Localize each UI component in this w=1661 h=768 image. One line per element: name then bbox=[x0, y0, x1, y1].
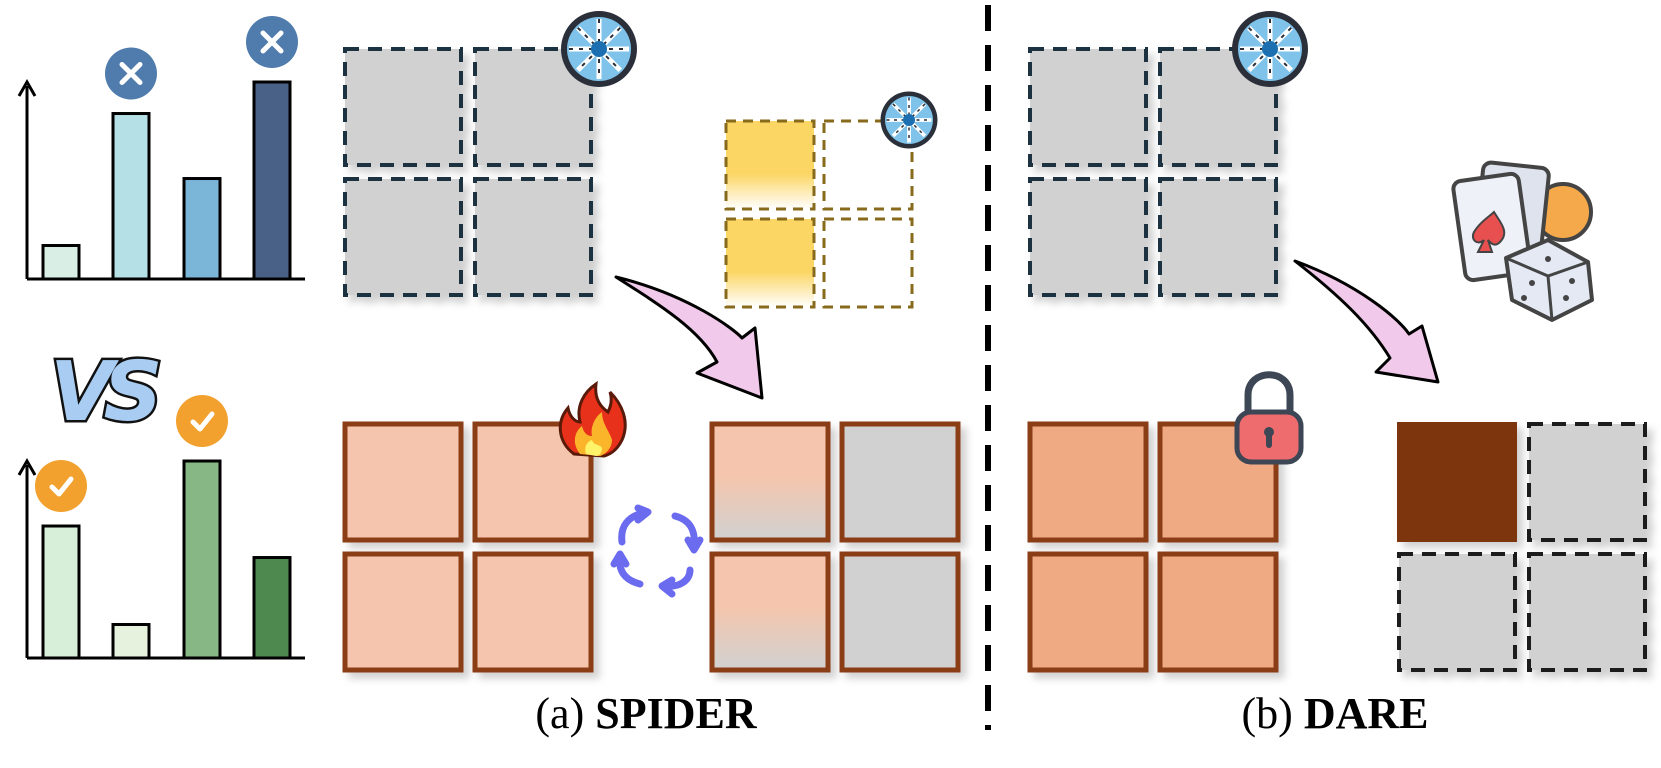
spider-frozen-cell-1 bbox=[343, 47, 463, 167]
spider-result-cell-2 bbox=[839, 421, 961, 543]
spider-result-grid bbox=[709, 421, 961, 673]
top-bar-1 bbox=[41, 244, 81, 281]
spider-yellow-cell-1 bbox=[724, 119, 816, 211]
bar-chart-top bbox=[17, 16, 305, 281]
caption-spider-name: SPIDER bbox=[595, 689, 758, 738]
cross-badge-icon bbox=[105, 47, 157, 100]
dare-trainable-grid bbox=[1027, 421, 1279, 673]
dare-frozen-grid bbox=[1028, 47, 1278, 297]
bottom-bar-1 bbox=[41, 524, 81, 660]
spider-yellow-grid bbox=[724, 119, 914, 309]
snowflake-icon bbox=[880, 91, 938, 149]
y-axis-arrow-bottom bbox=[17, 457, 37, 476]
bottom-bar-2 bbox=[111, 623, 151, 660]
dare-frozen-cell-1 bbox=[1028, 47, 1148, 167]
dare-result-cell-1 bbox=[1397, 422, 1517, 542]
dare-result-cell-3 bbox=[1397, 552, 1517, 672]
spider-trainable-grid bbox=[342, 421, 594, 673]
caption-dare-name: DARE bbox=[1304, 689, 1429, 738]
spider-merge-arrow bbox=[614, 275, 764, 400]
cards-dice-icon bbox=[1451, 160, 1594, 322]
lock-icon bbox=[1234, 371, 1304, 465]
top-bar-3 bbox=[182, 177, 222, 281]
cross-badge-icon bbox=[246, 16, 298, 68]
spider-yellow-cell-3 bbox=[724, 217, 816, 309]
bottom-bar-3 bbox=[182, 459, 222, 660]
dare-frozen-cell-4 bbox=[1158, 177, 1278, 297]
vs-text: VS bbox=[50, 345, 158, 440]
spider-result-cell-4 bbox=[839, 551, 961, 673]
spider-result-cell-1 bbox=[709, 421, 831, 543]
vs-logo: VS bbox=[48, 343, 171, 443]
rotate-arrows-icon bbox=[610, 504, 704, 598]
spider-frozen-cell-3 bbox=[343, 177, 463, 297]
top-bar-4 bbox=[252, 80, 292, 281]
fire-icon bbox=[558, 380, 627, 458]
spider-result-cell-3 bbox=[709, 551, 831, 673]
caption-dare: (b) DARE bbox=[1242, 689, 1429, 738]
spider-yellow-cell-4 bbox=[822, 217, 914, 309]
caption-dare-prefix: (b) bbox=[1242, 689, 1304, 738]
spider-train-cell-1 bbox=[342, 421, 464, 543]
y-axis-arrow-top bbox=[17, 78, 37, 97]
snowflake-icons bbox=[561, 11, 1308, 149]
dare-train-cell-4 bbox=[1157, 551, 1279, 673]
dare-result-cell-2 bbox=[1527, 422, 1647, 542]
spider-train-cell-4 bbox=[472, 551, 594, 673]
snowflake-icon bbox=[561, 11, 637, 87]
spider-train-cell-3 bbox=[342, 551, 464, 673]
dare-result-cell-4 bbox=[1527, 552, 1647, 672]
caption-spider-prefix: (a) bbox=[535, 689, 595, 738]
check-badge-icon bbox=[35, 460, 87, 513]
caption-spider: (a) SPIDER bbox=[535, 689, 757, 738]
spider-frozen-grid bbox=[343, 47, 593, 297]
spider-frozen-cell-4 bbox=[473, 177, 593, 297]
top-bar-2 bbox=[111, 112, 151, 281]
dare-merge-arrow bbox=[1293, 259, 1440, 384]
check-badge-icon bbox=[176, 395, 228, 447]
dare-train-cell-3 bbox=[1027, 551, 1149, 673]
bottom-bar-4 bbox=[252, 556, 292, 660]
dare-train-cell-1 bbox=[1027, 421, 1149, 543]
snowflake-icon bbox=[1232, 11, 1308, 87]
bar-chart-bottom bbox=[17, 395, 305, 660]
spider-frozen-cell-2 bbox=[473, 47, 593, 167]
dare-result-grid bbox=[1397, 422, 1647, 672]
dare-frozen-cell-3 bbox=[1028, 177, 1148, 297]
